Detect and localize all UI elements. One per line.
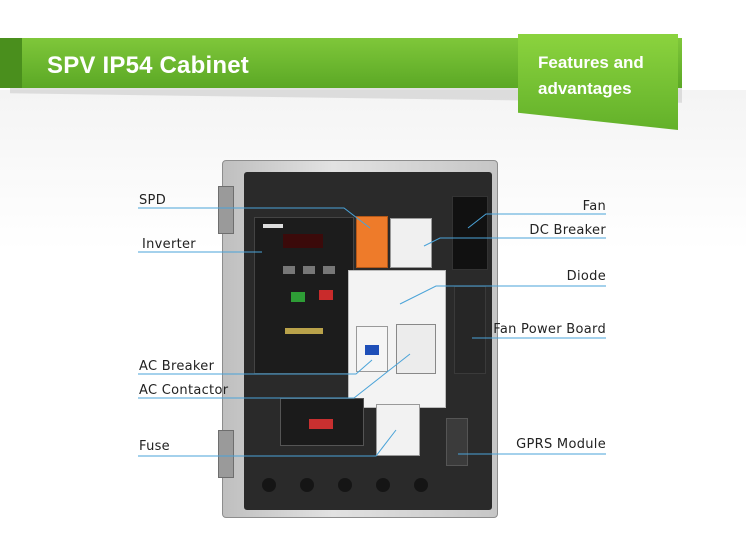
fan-power-board (454, 286, 486, 374)
inverter-key (283, 266, 295, 274)
banner-tab (0, 38, 22, 88)
features-label: Features and advantages (538, 53, 644, 98)
inverter-key (323, 266, 335, 274)
bottom-hinge (218, 430, 234, 478)
terminal-red-block (309, 419, 333, 429)
inverter-unit (254, 217, 354, 374)
fan-module (452, 196, 488, 270)
label-ac-breaker: AC Breaker (139, 359, 215, 374)
label-spd: SPD (139, 193, 167, 208)
top-hinge (218, 186, 234, 234)
label-diode: Diode (566, 269, 606, 284)
inverter-solar-label (285, 328, 323, 334)
inverter-logo (263, 224, 283, 228)
cable-glands (262, 478, 474, 500)
label-fan: Fan (582, 199, 606, 214)
label-fuse: Fuse (139, 439, 170, 454)
inverter-display (283, 234, 323, 248)
label-dc-breaker: DC Breaker (529, 223, 606, 238)
label-inverter: Inverter (142, 237, 196, 252)
label-gprs-module: GPRS Module (516, 437, 606, 452)
features-ribbon[interactable]: Features and advantages (518, 34, 678, 130)
inverter-run-key (291, 292, 305, 302)
ac-contactor-module (396, 324, 436, 374)
ac-breaker-module (356, 326, 388, 372)
spd-module (356, 216, 388, 268)
terminal-block (280, 398, 364, 446)
page-title: SPV IP54 Cabinet (47, 52, 249, 79)
inverter-stop-key (319, 290, 333, 300)
breaker-toggle (365, 345, 379, 355)
fuse-module (376, 404, 420, 456)
gprs-module (446, 418, 468, 466)
label-fan-power-board: Fan Power Board (493, 322, 606, 337)
dc-breaker-module (390, 218, 432, 268)
label-ac-contactor: AC Contactor (139, 383, 229, 398)
inverter-key (303, 266, 315, 274)
